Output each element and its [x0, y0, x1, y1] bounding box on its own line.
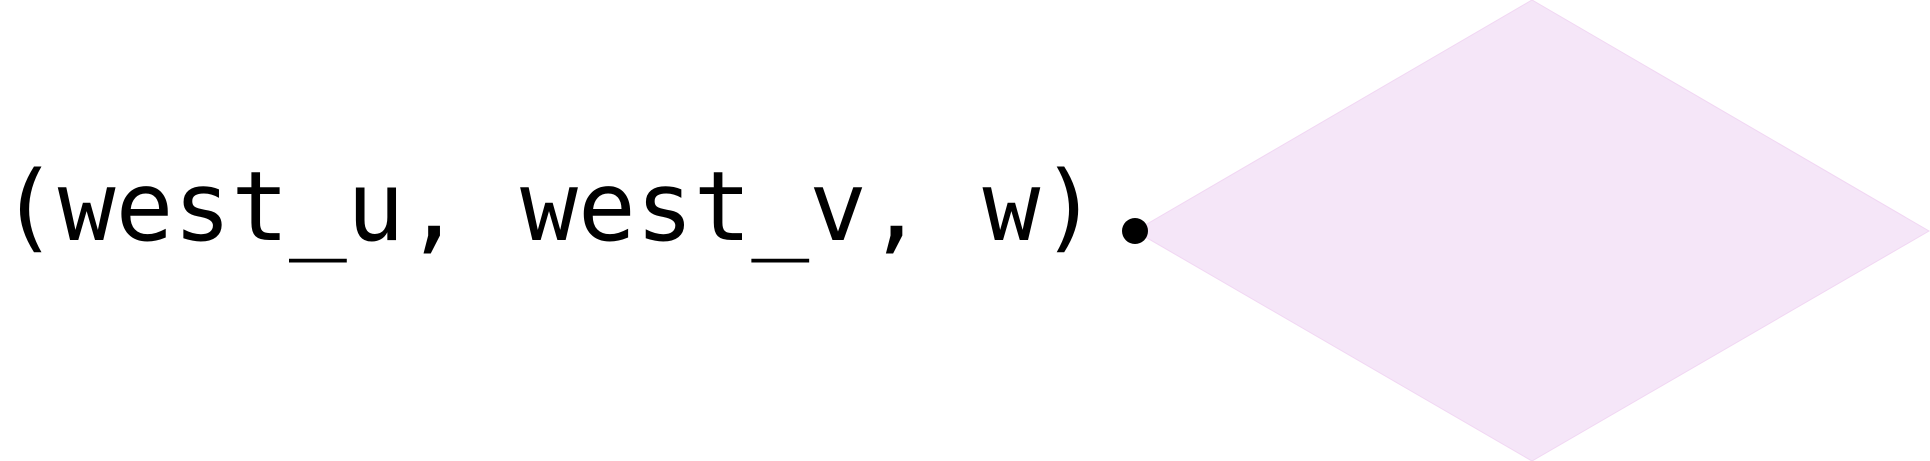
diamond-shape: [1134, 0, 1930, 461]
connector-dot: [1122, 218, 1148, 244]
tuple-label: (west_u, west_v, w): [0, 151, 1099, 263]
